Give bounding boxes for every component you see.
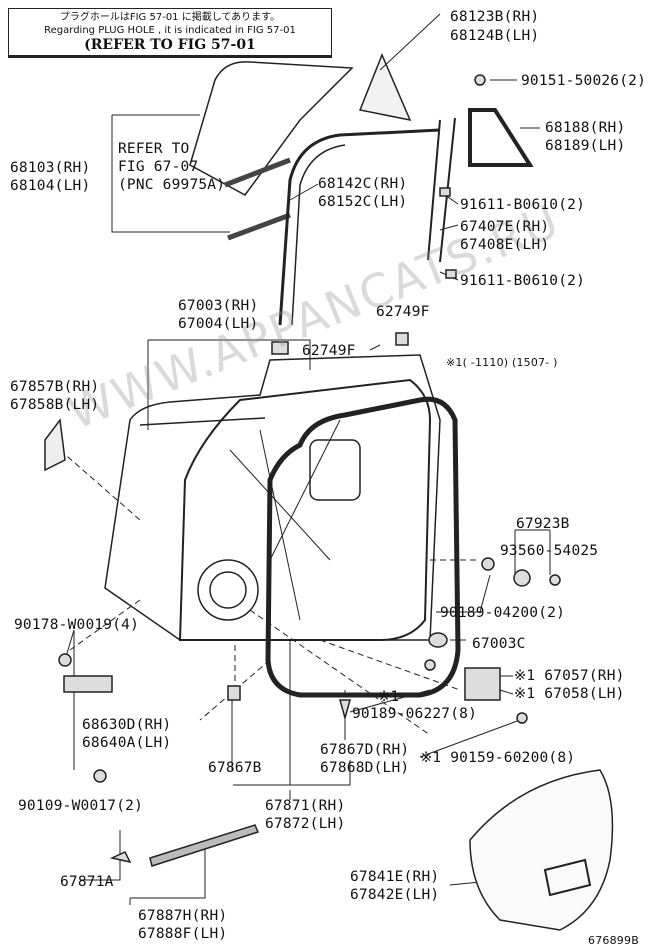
part-67057[interactable]: ※1 67057(RH): [514, 668, 625, 684]
part-67858b[interactable]: 67858B(LH): [10, 397, 100, 413]
part-67407e[interactable]: 67407E(RH): [460, 219, 550, 235]
part-68152c[interactable]: 68152C(LH): [318, 194, 408, 210]
notice-reference-link[interactable]: (REFER TO FIG 57-01: [84, 37, 256, 53]
note-mark: ※1: [378, 689, 400, 705]
door-outer-panel: [104, 354, 441, 641]
part-68103[interactable]: 68103(RH): [10, 160, 91, 176]
plug-hole-notice: プラグホールはFIG 57-01 に掲載してあります。 Regarding PL…: [8, 8, 332, 58]
part-67888f[interactable]: 67888F(LH): [138, 926, 228, 942]
run-channel: [278, 128, 441, 326]
part-67871[interactable]: 67871(RH): [265, 798, 346, 814]
part-67408e[interactable]: 67408E(LH): [460, 237, 550, 253]
part-67003c[interactable]: 67003C: [472, 636, 526, 652]
part-67003[interactable]: 67003(RH): [178, 298, 259, 314]
refer-to-label: REFER TO: [118, 141, 190, 157]
part-68142c[interactable]: 68142C(RH): [318, 176, 408, 192]
notice-japanese: プラグホールはFIG 57-01 に掲載してあります。: [59, 12, 281, 23]
part-90189-04200[interactable]: 90189-04200(2): [440, 605, 566, 621]
part-67841e[interactable]: 67841E(RH): [350, 869, 440, 885]
part-67868d[interactable]: 67868D(LH): [320, 760, 410, 776]
part-67923b[interactable]: 67923B: [516, 516, 570, 532]
door-outside-moulding: [149, 824, 260, 867]
refer-pnc-label: (PNC 69975A): [118, 177, 226, 193]
part-90189-06227[interactable]: 90189-06227(8): [352, 706, 478, 722]
part-67887h[interactable]: 67887H(RH): [138, 908, 228, 924]
part-67867d[interactable]: 67867D(RH): [320, 742, 410, 758]
part-68123b[interactable]: 68123B(RH): [450, 9, 540, 25]
part-91611-b0610-upper[interactable]: 91611-B0610(2): [460, 197, 586, 213]
part-68640a[interactable]: 68640A(LH): [82, 735, 172, 751]
speaker-hole: [197, 559, 259, 621]
part-68104[interactable]: 68104(LH): [10, 178, 91, 194]
part-68124b[interactable]: 68124B(LH): [450, 28, 540, 44]
quarter-glass: [358, 53, 412, 122]
quarter-weatherstrip: [468, 108, 534, 167]
figure-id: 676899B: [588, 934, 639, 947]
notice-english: Regarding PLUG HOLE , it is indicated in…: [44, 25, 296, 36]
door-weatherstrip: [265, 396, 461, 698]
part-67004[interactable]: 67004(LH): [178, 316, 259, 332]
part-67872[interactable]: 67872(LH): [265, 816, 346, 832]
part-90151-50026[interactable]: 90151-50026(2): [521, 73, 647, 89]
part-68188[interactable]: 68188(RH): [545, 120, 626, 136]
production-range-note: ※1( -1110) (1507- ): [446, 356, 558, 369]
part-67857b[interactable]: 67857B(RH): [10, 379, 100, 395]
glass-run-strips: [224, 157, 291, 241]
part-67058[interactable]: ※1 67058(LH): [514, 686, 625, 702]
part-90178-w0019[interactable]: 90178-W0019(4): [14, 617, 140, 633]
part-67842e[interactable]: 67842E(LH): [350, 887, 440, 903]
hole-plug-67857b: [44, 418, 66, 472]
part-62749f-upper[interactable]: 62749F: [376, 304, 430, 320]
part-91611-b0610-lower[interactable]: 91611-B0610(2): [460, 273, 586, 289]
part-67871a[interactable]: 67871A: [60, 874, 114, 890]
part-68189[interactable]: 68189(LH): [545, 138, 626, 154]
part-62749f-lower[interactable]: 62749F: [302, 343, 356, 359]
part-90109-w0017[interactable]: 90109-W0017(2): [18, 798, 144, 814]
service-hole-cover: [469, 769, 614, 931]
part-93560-54025[interactable]: 93560-54025: [500, 543, 599, 559]
part-90159-60200[interactable]: ※1 90159-60200(8): [420, 750, 576, 766]
part-68630d[interactable]: 68630D(RH): [82, 717, 172, 733]
part-67867b[interactable]: 67867B: [208, 760, 262, 776]
refer-fig-link[interactable]: FIG 67-07: [118, 159, 199, 175]
door-glass: [189, 61, 354, 196]
door-inner-panel: [178, 378, 432, 641]
